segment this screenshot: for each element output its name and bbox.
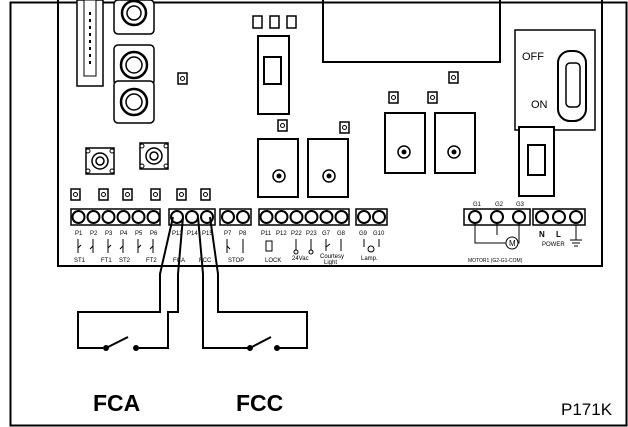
motor-label: MOTOR1 (G2-G1-COM) <box>468 258 523 264</box>
terminal-p7: P7 <box>224 231 232 237</box>
terminal-g1: G1 <box>473 202 482 208</box>
terminal-p13: P13 <box>172 231 183 237</box>
switch-fcc <box>247 336 280 351</box>
trimmer-3 <box>113 80 155 124</box>
terminal-p23: P23 <box>306 231 317 237</box>
figure-reference: P171K <box>561 400 613 419</box>
terminal-p2: P2 <box>90 231 98 237</box>
trimmer-1 <box>113 0 155 35</box>
push-button-right <box>139 142 169 170</box>
group-light: Light <box>324 260 337 266</box>
terminal-p3: P3 <box>105 231 113 237</box>
terminal-p4: P4 <box>120 231 128 237</box>
terminal-p22: P22 <box>291 231 302 237</box>
terminal-g8: G8 <box>337 231 346 237</box>
trimmer-potentiometers <box>113 0 155 124</box>
led-indicators <box>70 71 459 201</box>
switch-fca <box>103 336 139 351</box>
push-button-left <box>85 147 115 175</box>
pin-connector <box>76 0 104 87</box>
secondary-fuse <box>518 126 555 197</box>
group-24vac: 24Vac <box>292 256 309 262</box>
terminal-p6: P6 <box>150 231 158 237</box>
group-st1: ST1 <box>74 258 86 264</box>
relays <box>257 112 476 198</box>
transformer <box>322 0 501 63</box>
group-ft1: FT1 <box>101 258 112 264</box>
trimmer-2 <box>113 44 155 86</box>
terminal-symbols <box>77 223 582 255</box>
group-stop: STOP <box>228 258 244 264</box>
group-lock: LOCK <box>265 258 281 264</box>
terminal-p15: P15 <box>202 231 213 237</box>
group-lamp: Lamp. <box>361 256 378 262</box>
group-courtesy: Courtesy <box>320 254 344 260</box>
fuse-holder <box>257 35 290 115</box>
terminal-g7: G7 <box>322 231 331 237</box>
control-board <box>57 0 603 267</box>
terminal-p8: P8 <box>239 231 247 237</box>
on-label: ON <box>531 99 548 111</box>
group-ft2: FT2 <box>146 258 157 264</box>
figure-frame <box>9 1 628 427</box>
terminal-p1: P1 <box>75 231 83 237</box>
terminal-p5: P5 <box>135 231 143 237</box>
fcc-label: FCC <box>236 390 283 416</box>
terminal-blocks <box>70 208 586 226</box>
terminal-p12: P12 <box>276 231 287 237</box>
terminal-labels: P1 P2 P3 P4 P5 P6 P13 P14 P15 P7 P8 P11 … <box>74 202 565 266</box>
terminal-g3: G3 <box>516 202 525 208</box>
power-label: POWER <box>542 242 565 248</box>
terminal-g10: G10 <box>373 231 385 237</box>
small-component <box>177 72 188 85</box>
group-st2: ST2 <box>119 258 131 264</box>
power-switch: OFF ON <box>514 29 596 131</box>
limit-switch-wiring <box>77 216 308 349</box>
top-components <box>252 15 297 29</box>
terminal-g2: G2 <box>495 202 504 208</box>
group-fcc: FCC <box>199 258 212 264</box>
terminal-p11: P11 <box>261 231 272 237</box>
motor-symbol: M <box>509 239 516 248</box>
off-label: OFF <box>522 51 544 63</box>
fca-label: FCA <box>93 390 140 416</box>
terminal-l: L <box>556 230 561 239</box>
terminal-p14: P14 <box>187 231 198 237</box>
terminal-g9: G9 <box>359 231 368 237</box>
terminal-n: N <box>539 230 545 239</box>
